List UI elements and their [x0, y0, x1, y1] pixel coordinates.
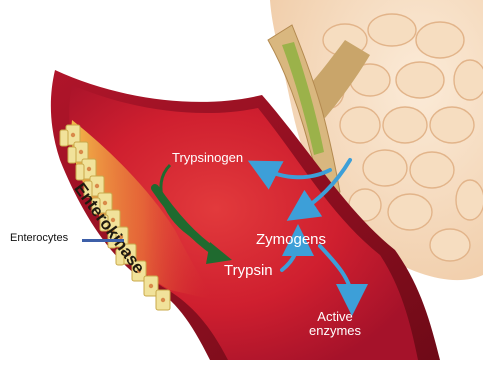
trypsin-label: Trypsin	[224, 263, 273, 279]
enterocytes-label: Enterocytes	[10, 233, 68, 245]
active-enzymes-label: Active enzymes	[300, 310, 370, 337]
active-enzymes-line1: Active	[300, 310, 370, 324]
enterocytes-pointer	[82, 239, 124, 242]
zymogens-label: Zymogens	[256, 232, 326, 248]
active-enzymes-line2: enzymes	[300, 324, 370, 338]
trypsinogen-label: Trypsinogen	[172, 151, 243, 165]
